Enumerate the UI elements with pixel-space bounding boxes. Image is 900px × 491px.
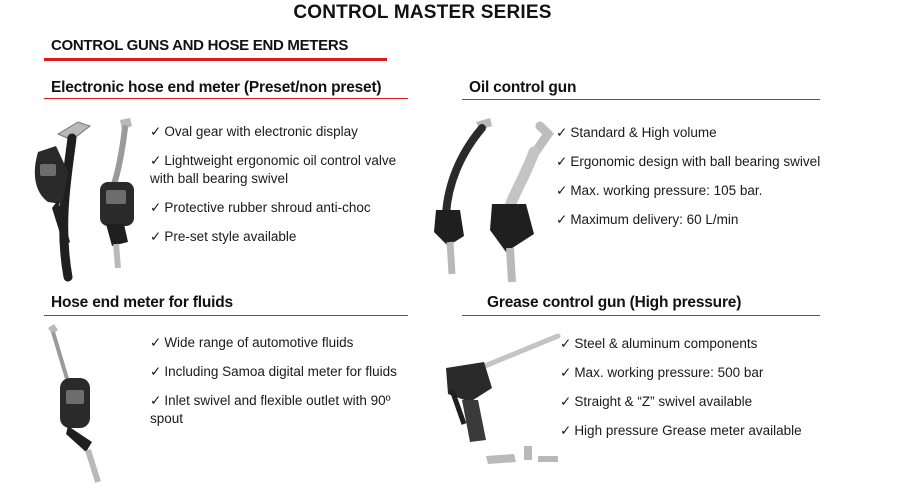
feature-item: ✓Standard & High volume bbox=[556, 125, 717, 140]
check-icon: ✓ bbox=[556, 154, 568, 169]
feature-list-grease-gun: ✓Steel & aluminum components ✓Max. worki… bbox=[560, 335, 850, 440]
check-icon: ✓ bbox=[150, 393, 162, 408]
feature-item: ✓Maximum delivery: 60 L/min bbox=[556, 212, 739, 227]
section-underline-fluid-meter bbox=[44, 315, 408, 316]
feature-item: ✓Oval gear with electronic display bbox=[150, 124, 358, 139]
check-icon: ✓ bbox=[556, 125, 568, 140]
section-title-oil-gun: Oil control gun bbox=[469, 79, 577, 96]
feature-item: ✓Lightweight ergonomic oil control valve… bbox=[150, 153, 397, 186]
feature-item: ✓Max. working pressure: 500 bar bbox=[560, 365, 764, 380]
check-icon: ✓ bbox=[150, 200, 162, 215]
section-underline-electronic-meter bbox=[44, 98, 408, 99]
subtitle-underline bbox=[44, 58, 387, 61]
feature-item: ✓Wide range of automotive fluids bbox=[150, 335, 354, 350]
check-icon: ✓ bbox=[560, 423, 572, 438]
feature-item: ✓Straight & “Z” swivel available bbox=[560, 394, 753, 409]
section-title-fluid-meter: Hose end meter for fluids bbox=[51, 294, 233, 311]
check-icon: ✓ bbox=[150, 124, 162, 139]
feature-item: ✓High pressure Grease meter available bbox=[560, 423, 802, 438]
page-subtitle: CONTROL GUNS AND HOSE END METERS bbox=[51, 37, 349, 54]
feature-item: ✓Ergonomic design with ball bearing swiv… bbox=[556, 154, 821, 169]
feature-item: ✓Steel & aluminum components bbox=[560, 336, 758, 351]
page-title: CONTROL MASTER SERIES bbox=[293, 2, 552, 23]
check-icon: ✓ bbox=[556, 212, 568, 227]
feature-list-electronic-meter: ✓Oval gear with electronic display ✓Ligh… bbox=[150, 123, 412, 246]
fluid-meter-image bbox=[48, 324, 101, 483]
oil-control-gun-image bbox=[434, 118, 554, 283]
check-icon: ✓ bbox=[150, 229, 162, 244]
feature-list-oil-gun: ✓Standard & High volume ✓Ergonomic desig… bbox=[556, 124, 846, 229]
feature-item: ✓Pre-set style available bbox=[150, 229, 297, 244]
section-title-electronic-meter: Electronic hose end meter (Preset/non pr… bbox=[51, 79, 382, 96]
feature-item: ✓Inlet swivel and flexible outlet with 9… bbox=[150, 393, 391, 426]
check-icon: ✓ bbox=[560, 336, 572, 351]
section-title-grease-gun: Grease control gun (High pressure) bbox=[487, 294, 742, 311]
section-underline-oil-gun bbox=[462, 99, 820, 100]
feature-item: ✓Protective rubber shroud anti-choc bbox=[150, 200, 371, 215]
check-icon: ✓ bbox=[556, 183, 568, 198]
check-icon: ✓ bbox=[560, 365, 572, 380]
grease-control-gun-image bbox=[446, 333, 561, 464]
feature-item: ✓Including Samoa digital meter for fluid… bbox=[150, 364, 397, 379]
check-icon: ✓ bbox=[560, 394, 572, 409]
check-icon: ✓ bbox=[150, 364, 162, 379]
feature-item: ✓Max. working pressure: 105 bar. bbox=[556, 183, 763, 198]
section-underline-grease-gun bbox=[462, 315, 820, 316]
check-icon: ✓ bbox=[150, 335, 162, 350]
check-icon: ✓ bbox=[150, 153, 162, 168]
electronic-meter-image bbox=[34, 118, 134, 282]
feature-list-fluid-meter: ✓Wide range of automotive fluids ✓Includ… bbox=[150, 334, 412, 428]
